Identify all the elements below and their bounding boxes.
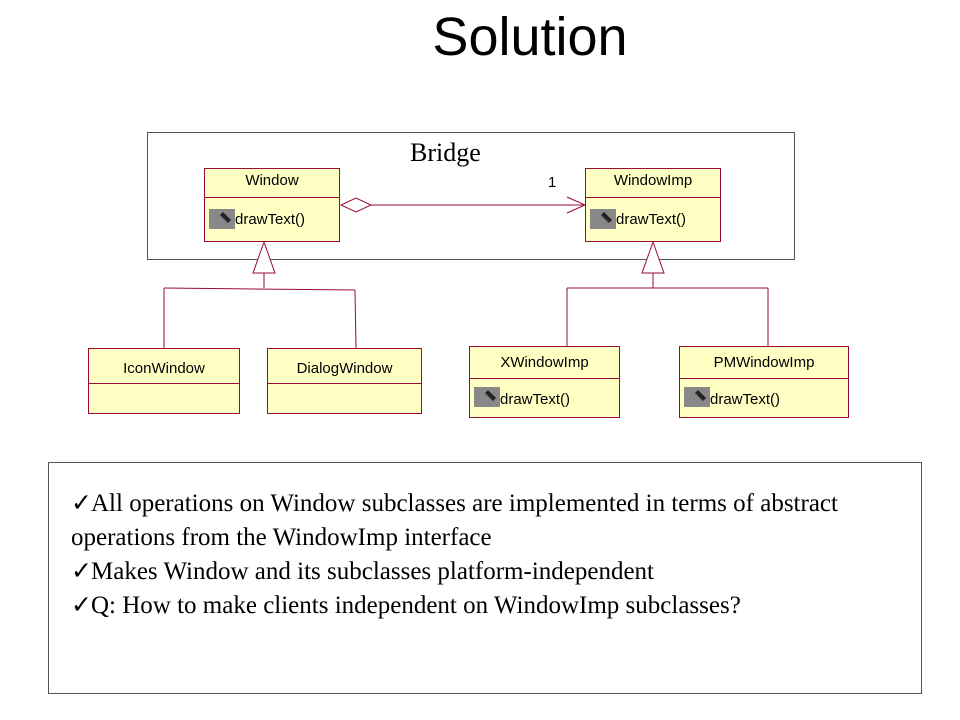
operation-drawtext: drawText() <box>710 391 781 408</box>
class-name: Window <box>245 172 299 189</box>
generalization-triangle-windowimp <box>641 240 665 274</box>
association-multiplicity: 1 <box>548 174 557 191</box>
notes-list: ✓All operations on Window subclasses are… <box>49 463 921 623</box>
note-item: ✓Q: How to make clients independent on W… <box>71 589 911 623</box>
class-iconwindow[interactable]: IconWindow <box>88 348 240 414</box>
note-item: ✓Makes Window and its subclasses platfor… <box>71 555 911 589</box>
class-name: IconWindow <box>123 360 205 377</box>
class-name: PMWindowImp <box>713 354 815 371</box>
operation-icon <box>209 209 235 229</box>
check-icon: ✓ <box>71 490 92 517</box>
class-name: WindowImp <box>613 172 693 189</box>
notes-box: ✓All operations on Window subclasses are… <box>48 462 922 694</box>
check-icon: ✓ <box>71 558 92 585</box>
operation-drawtext: drawText() <box>500 391 571 408</box>
operation-icon <box>684 387 710 407</box>
operation-drawtext: drawText() <box>616 211 687 228</box>
class-windowimp[interactable]: WindowImp drawText() <box>585 168 721 242</box>
slide-title: Solution <box>432 7 628 67</box>
aggregation-diamond <box>339 197 373 213</box>
class-pmwindowimp[interactable]: PMWindowImp drawText() <box>679 346 849 418</box>
class-name: XWindowImp <box>500 354 589 371</box>
bridge-label: Bridge <box>410 138 481 167</box>
class-name: DialogWindow <box>296 360 393 377</box>
class-xwindowimp[interactable]: XWindowImp drawText() <box>469 346 620 418</box>
operation-icon <box>474 387 500 407</box>
operation-icon <box>590 209 616 229</box>
generalization-triangle-window <box>252 240 276 274</box>
class-dialogwindow[interactable]: DialogWindow <box>267 348 422 414</box>
operation-drawtext: drawText() <box>235 211 306 228</box>
note-item: ✓All operations on Window subclasses are… <box>71 487 911 555</box>
class-window[interactable]: Window drawText() <box>204 168 340 242</box>
check-icon: ✓ <box>71 592 92 619</box>
